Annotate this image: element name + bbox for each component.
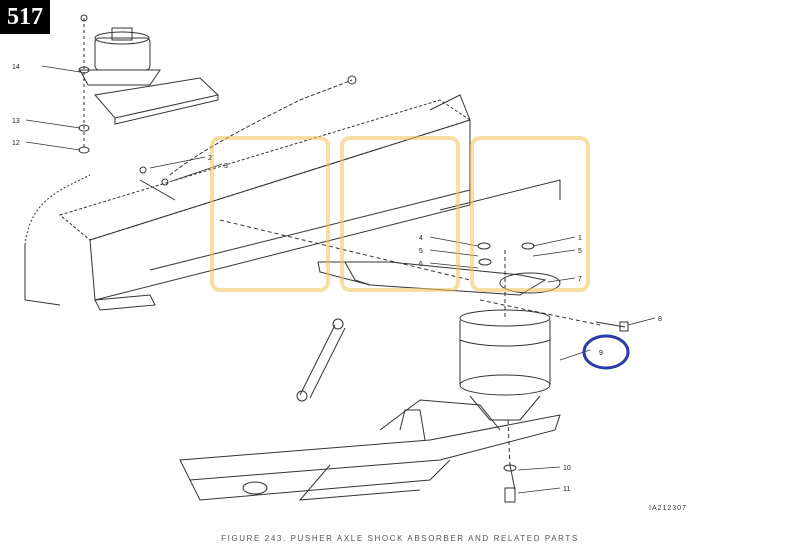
figure-caption: FIGURE 243. PUSHER AXLE SHOCK ABSORBER A…: [221, 534, 579, 543]
figure-code: IA212307: [649, 505, 687, 512]
callout-8: 8: [658, 316, 662, 323]
page-number-badge: 517: [0, 0, 50, 34]
callout-12: 12: [12, 140, 20, 147]
callout-numbers: 14 13 12 2 3 4 5 6 1 5 7 8 9 10 11: [12, 64, 662, 493]
frame-rail: [24, 94, 561, 311]
watermark-boxes: [210, 136, 590, 292]
callout-6: 6: [419, 261, 423, 268]
highlight-circle: [582, 334, 630, 370]
callout-2: 2: [208, 155, 212, 162]
mounting-plate: [94, 77, 220, 125]
callout-11: 11: [563, 486, 570, 493]
callout-14: 14: [12, 64, 20, 71]
callout-1: 1: [578, 235, 582, 242]
callout-4: 4: [419, 235, 423, 242]
callout-5b: 5: [578, 248, 582, 255]
callout-5: 5: [419, 248, 423, 255]
callout-7: 7: [578, 276, 582, 283]
callout-leaders: [25, 65, 656, 494]
lower-axle-bracket: [179, 399, 561, 501]
callout-13: 13: [12, 118, 20, 125]
shock-absorber-body: [459, 309, 551, 421]
solenoid-assembly: [79, 14, 161, 150]
damper-rod: [296, 318, 346, 402]
wiring-cable: [139, 75, 357, 201]
callout-10: 10: [563, 465, 571, 472]
callout-9: 9: [599, 350, 603, 357]
assembly-centerlines: [219, 219, 601, 469]
callout-3: 3: [224, 163, 228, 170]
hardware-fasteners: [78, 66, 629, 503]
